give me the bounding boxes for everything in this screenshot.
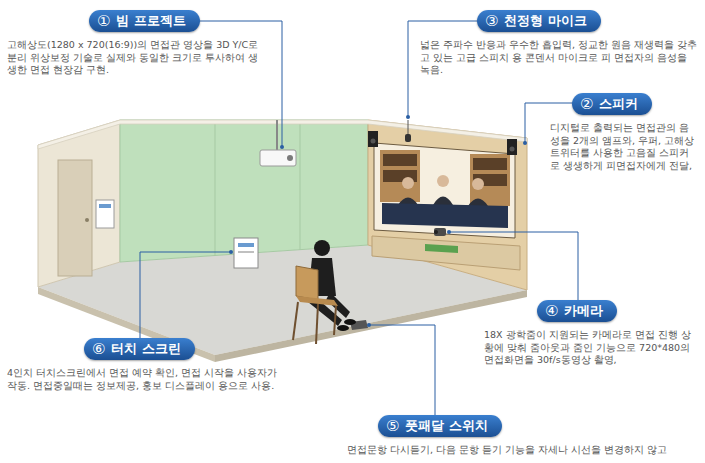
callout-number: ⑥ [92,338,105,360]
glass-joint [300,121,301,250]
leader-dot [280,145,284,149]
projector-lens [287,155,293,161]
callout: ④ 카메라 18X 광학줌이 지원되는 카메라로 면접 진행 상황에 맞춰 줌아웃과… [482,300,700,367]
leader-dot [447,230,451,234]
leader-line [140,252,231,350]
camera-lens [434,230,438,234]
speaker [368,131,378,147]
callout-description: 4인치 터치스크린에서 면접 예약 확인, 면접 시작을 사용자가 작동. 면접… [5,367,290,392]
speaker [507,139,517,155]
callout-number: ③ [485,10,498,32]
wall-panel [96,200,114,228]
callout-pill: ⑥ 터치 스크린 [84,338,195,360]
callout-title: 빔 프로젝트 [116,10,185,32]
projector-mount [276,120,278,150]
desk-plaque [425,244,458,253]
callout-title: 스피커 [599,93,638,115]
callout-pill: ④ 카메라 [537,300,617,322]
callout-title: 천정형 마이크 [504,10,586,32]
callout: ③ 천정형 마이크넓은 주파수 반응과 우수한 흡입력, 정교한 원음 재생력을 … [418,10,702,77]
speaker-cone [510,147,515,152]
callout-pill: ⑤ 풋패달 스위치 [378,415,502,437]
leader-dot [523,141,527,145]
callout-title: 풋패달 스위치 [405,415,487,437]
desk [372,236,520,270]
leader-ends [229,115,527,327]
touch-screen-ui [238,243,254,247]
touch-screen [234,238,258,268]
projector [260,150,296,166]
callout-description: 면접문항 다시듣기, 다음 문항 듣기 기능을 자세나 시선을 변경하지 않고 [345,444,700,457]
callout-number: ④ [545,300,558,322]
callout-description: 넓은 주파수 반응과 우수한 흡입력, 정교한 원음 재생력을 갖추고 있는 고… [418,39,702,77]
projection-screen [374,143,515,238]
bookshelf-row [383,154,417,166]
leader-dot [406,115,410,119]
wall-panel-mark [99,204,111,208]
back-wall [368,120,527,290]
bookshelf-row [473,158,507,170]
leader-line [369,325,435,426]
screen-desk [382,203,508,228]
callout-pill: ③ 천정형 마이크 [477,10,601,32]
ceiling-mic [405,134,411,142]
touch-screen-ui [238,251,254,253]
speaker-cone [371,139,376,144]
callout-title: 터치 스크린 [111,338,180,360]
bookshelf [470,154,510,206]
callout-number: ⑤ [386,415,399,437]
interviewers [398,175,488,206]
front-edge [38,287,215,362]
callout-description: 18X 광학줌이 지원되는 카메라로 면접 진행 상황에 맞춰 줌아웃과 줌인 … [482,329,700,367]
callout-description: 디지털로 출력되는 면접관의 음성을 2개의 앰프와, 우퍼, 고해상 트위터를… [548,122,700,172]
callout-pill: ② 스피커 [572,93,652,115]
callout: ① 빔 프로젝트고해상도(1280 x 720(16:9))의 면접관 영상을 3… [5,10,270,77]
leader-dot [229,250,233,254]
front-edge [215,290,527,362]
callout-number: ② [580,93,593,115]
callout: ⑤ 풋패달 스위치면접문항 다시듣기, 다음 문항 듣기 기능을 자세나 시선을 … [345,415,700,457]
mic-cable [408,120,409,134]
camera [434,228,446,236]
leader-lines [140,21,612,426]
door-knob [85,218,89,222]
door [58,160,92,276]
callout-description: 고해상도(1280 x 720(16:9))의 면접관 영상을 3D Y/C로 … [5,39,270,77]
callout-title: 카메라 [564,300,603,322]
glass-joint [215,121,216,256]
callout: ② 스피커디지털로 출력되는 면접관의 음성을 2개의 앰프와, 우퍼, 고해상 … [548,93,700,172]
callout: ⑥ 터치 스크린 4인치 터치스크린에서 면접 예약 확인, 면접 시작을 사용자가… [5,338,290,392]
bookshelf [380,150,420,202]
chair [293,266,338,344]
callout-pill: ① 빔 프로젝트 [89,10,200,32]
callout-number: ① [97,10,110,32]
leader-dot [367,323,371,327]
